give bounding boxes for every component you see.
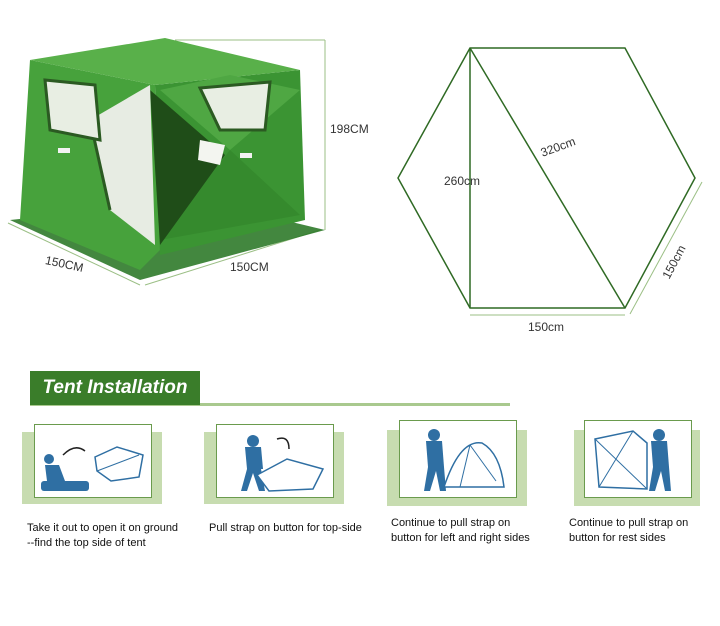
step-4-caption: Continue to pull strap on button for res… <box>569 516 719 546</box>
height-label: 198CM <box>330 122 369 136</box>
step-4-caption-line1: Continue to pull strap on <box>569 517 689 529</box>
step-4-image <box>584 420 692 498</box>
step-1-image <box>34 424 152 498</box>
step-3-caption-line2: button for left and right sides <box>391 532 530 544</box>
step-1-caption: Take it out to open it on ground --find … <box>27 521 207 551</box>
right-width-label: 150CM <box>230 260 269 274</box>
step-2-caption-line1: Pull strap on button for top-side <box>209 522 362 534</box>
hexagon-height-label: 260cm <box>444 174 481 188</box>
step-2-image <box>216 424 334 498</box>
step-3-caption-line1: Continue to pull strap on <box>391 517 511 529</box>
section-underline <box>30 403 510 406</box>
step-3-caption: Continue to pull strap on button for lef… <box>391 516 561 546</box>
step-1-caption-line1: Take it out to open it on ground <box>27 522 179 534</box>
step-3-image <box>399 420 517 498</box>
section-title: Tent Installation <box>30 371 200 405</box>
step-1-caption-line2: --find the top side of tent <box>27 537 146 549</box>
hexagon-bottom-label: 150cm <box>528 320 565 334</box>
step-2-caption: Pull strap on button for top-side <box>209 521 389 536</box>
step-4-caption-line2: button for rest sides <box>569 532 666 544</box>
tent-illustration <box>7 38 326 286</box>
hexagon-floor-plan <box>397 47 703 316</box>
